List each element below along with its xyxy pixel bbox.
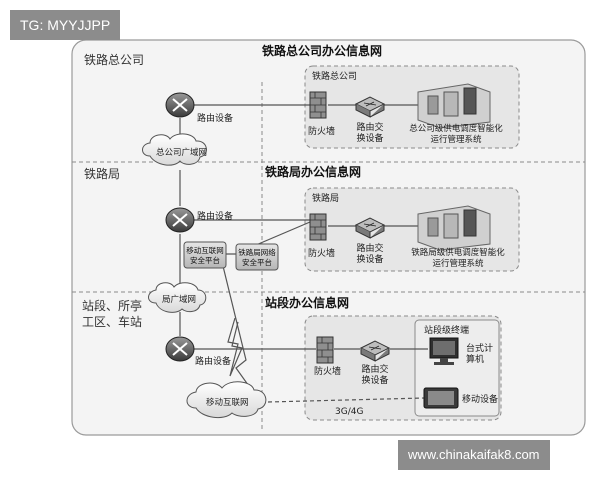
system-label-bureau-1: 铁路局级供电调度智能化	[411, 247, 505, 258]
router-icon	[165, 92, 195, 118]
tablet-device-icon	[423, 387, 459, 409]
switch-label-station-2: 换设备	[361, 374, 388, 386]
watermark-bottom-right: www.chinakaifak8.com	[398, 440, 550, 470]
mobile-security-platform	[183, 241, 227, 269]
switch-icon	[354, 217, 386, 239]
platform-net-line1: 铁路局网络	[238, 247, 276, 257]
box-label-hq: 铁路总公司	[312, 70, 357, 82]
cloud-icon	[186, 381, 267, 419]
network-title-station: 站段办公信息网	[265, 295, 349, 310]
router-label-station: 路由设备	[195, 355, 231, 367]
platform-mobile-line1: 移动互联网	[186, 245, 224, 255]
side-label-station-2: 工区、车站	[82, 314, 142, 329]
desktop-computer-icon	[429, 337, 459, 365]
platform-net-line2: 安全平台	[242, 257, 272, 267]
firewall-icon	[316, 336, 334, 364]
system-label-hq-1: 总公司级供电调度智能化	[409, 123, 503, 134]
firewall-label-hq: 防火墙	[308, 125, 335, 137]
side-label-hq: 铁路总公司	[84, 52, 144, 67]
wireless-label: 3G/4G	[335, 407, 363, 417]
link-wireless	[267, 397, 425, 403]
switch-icon	[354, 96, 386, 118]
switch-icon	[359, 340, 391, 362]
firewall-label-station: 防火墙	[314, 365, 341, 377]
platform-mobile-line2: 安全平台	[190, 255, 220, 265]
cloud-icon	[148, 282, 207, 313]
watermark-top-left: TG: MYYJJPP	[10, 10, 121, 40]
bureau-network-security-platform	[235, 243, 279, 271]
server-rack-icon	[417, 205, 491, 251]
router-label-hq: 路由设备	[197, 112, 233, 124]
system-label-bureau-2: 运行管理系统	[432, 258, 484, 269]
switch-label-bureau-2: 换设备	[356, 253, 383, 265]
router-icon	[165, 336, 195, 362]
side-label-bureau: 铁路局	[84, 166, 120, 181]
desktop-label-1: 台式计	[466, 342, 493, 354]
network-title-hq: 铁路总公司办公信息网	[262, 43, 382, 58]
desktop-label-2: 算机	[466, 353, 484, 365]
firewall-icon	[309, 213, 327, 241]
router-icon	[165, 207, 195, 233]
mobile-device-label: 移动设备	[462, 393, 498, 405]
cloud-label-mobile: 移动互联网	[206, 397, 249, 408]
network-title-bureau: 铁路局办公信息网	[265, 164, 361, 179]
server-rack-icon	[417, 83, 491, 129]
box-label-terminal: 站段级终端	[424, 324, 469, 336]
cloud-icon	[142, 133, 207, 166]
switch-label-station-1: 路由交	[361, 363, 388, 375]
cloud-label-hq: 总公司广域网	[156, 147, 207, 158]
side-label-station-1: 站段、所亭	[82, 298, 142, 313]
switch-label-hq-2: 换设备	[356, 132, 383, 144]
cloud-label-station-top: 局广域网	[162, 294, 196, 305]
firewall-icon	[309, 91, 327, 119]
switch-label-hq-1: 路由交	[356, 121, 383, 133]
firewall-label-bureau: 防火墙	[308, 247, 335, 259]
router-label-bureau: 路由设备	[197, 210, 233, 222]
system-label-hq-2: 运行管理系统	[430, 134, 482, 145]
switch-label-bureau-1: 路由交	[356, 242, 383, 254]
box-label-bureau: 铁路局	[312, 192, 339, 204]
